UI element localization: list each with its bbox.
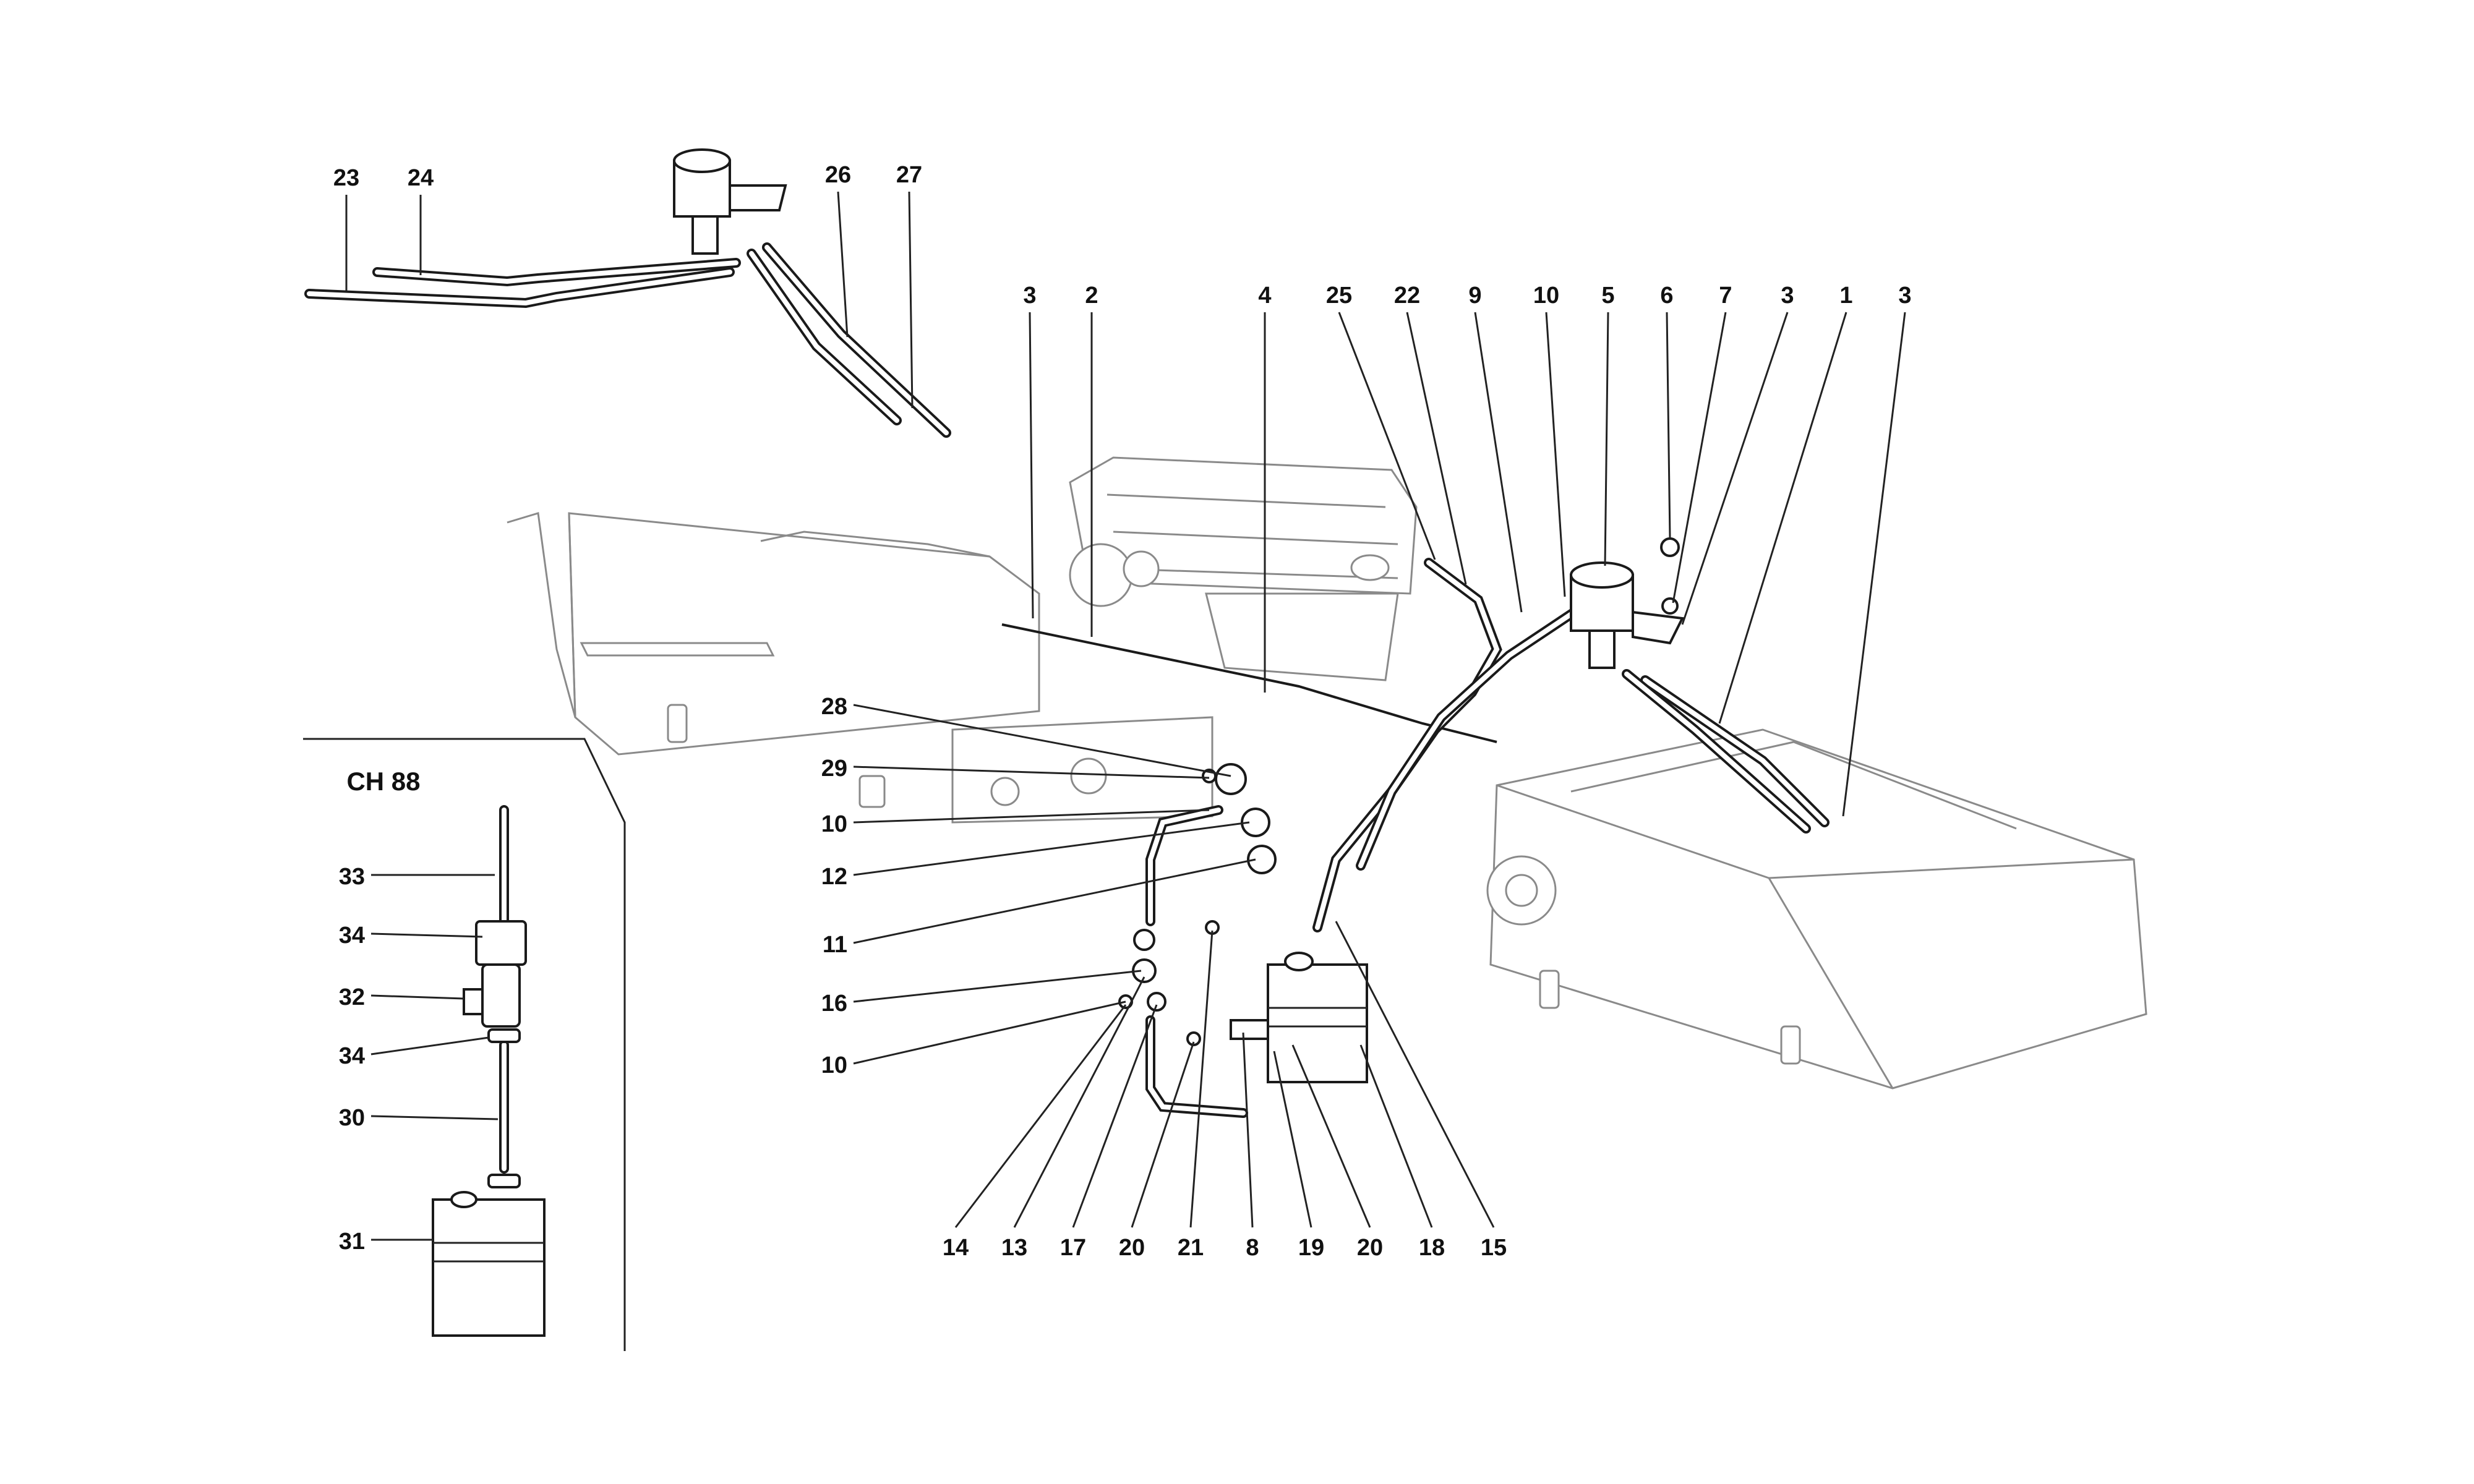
callout-3: 3 <box>1898 283 1911 309</box>
inset-title: CH 88 <box>346 767 420 796</box>
callout-24: 24 <box>408 165 434 191</box>
callout-31: 31 <box>339 1229 365 1255</box>
callout-15: 15 <box>1481 1235 1507 1261</box>
callout-18: 18 <box>1419 1235 1445 1261</box>
callout-9: 9 <box>1468 283 1481 309</box>
callout-27: 27 <box>896 162 922 188</box>
callout-10: 10 <box>821 1052 847 1078</box>
callout-16: 16 <box>821 991 847 1017</box>
callout-19: 19 <box>1298 1235 1324 1261</box>
callout-8: 8 <box>1246 1235 1259 1261</box>
callout-23: 23 <box>333 165 359 191</box>
engine-block-outline <box>858 456 1418 824</box>
callout-25: 25 <box>1326 283 1352 309</box>
callout-11: 11 <box>823 932 847 958</box>
callout-21: 21 <box>1178 1235 1204 1261</box>
callout-28: 28 <box>821 694 847 720</box>
callout-20: 20 <box>1119 1235 1145 1261</box>
callout-32: 32 <box>339 984 365 1010</box>
callout-3: 3 <box>1023 283 1036 309</box>
main-vapour-line <box>1001 558 1830 932</box>
callout-17: 17 <box>1060 1235 1086 1261</box>
callout-labels: 23 24 26 27 3 2 4 25 22 9 10 5 6 7 3 1 3… <box>333 162 1912 1261</box>
callout-34: 34 <box>339 1043 365 1069</box>
callout-6: 6 <box>1660 283 1673 309</box>
callout-33: 33 <box>339 864 365 890</box>
callout-10: 10 <box>1533 283 1559 309</box>
callout-14: 14 <box>943 1235 969 1261</box>
lower-hose-and-canister <box>1118 763 1368 1118</box>
callout-22: 22 <box>1394 283 1420 309</box>
leader-lines <box>345 191 1906 1241</box>
callout-3: 3 <box>1781 283 1794 309</box>
detail-canister-valve <box>304 148 951 438</box>
callout-2: 2 <box>1085 283 1098 309</box>
left-fuel-tank-outline <box>507 512 1040 756</box>
right-fuel-tank-outline <box>1486 728 2147 1090</box>
callout-5: 5 <box>1601 283 1614 309</box>
callout-26: 26 <box>825 162 851 188</box>
callout-34: 34 <box>339 923 365 949</box>
callout-10: 10 <box>821 811 847 837</box>
callout-20: 20 <box>1357 1235 1383 1261</box>
callout-29: 29 <box>821 756 847 782</box>
inset-ch88 <box>303 738 626 1351</box>
callout-1: 1 <box>1839 283 1852 309</box>
callout-4: 4 <box>1258 283 1271 309</box>
main-valve-assembly <box>1570 537 1685 669</box>
callout-30: 30 <box>339 1105 365 1131</box>
callout-7: 7 <box>1719 283 1732 309</box>
callout-12: 12 <box>821 864 847 890</box>
callout-13: 13 <box>1001 1235 1027 1261</box>
